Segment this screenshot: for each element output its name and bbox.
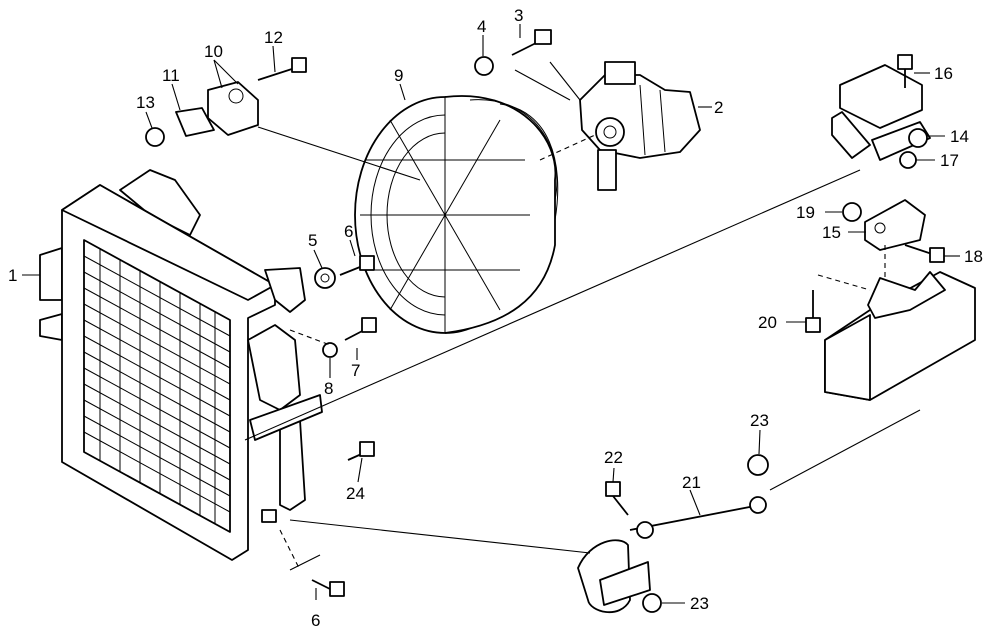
bolt-16: [897, 54, 913, 88]
label-5: 5: [308, 231, 317, 250]
label-24: 24: [346, 484, 365, 503]
label-14: 14: [950, 127, 969, 146]
label-6: 6: [344, 222, 353, 241]
link-rod: [629, 496, 767, 539]
label-2: 2: [714, 98, 723, 117]
washer-5: [314, 267, 336, 289]
assembly-lines: [244, 61, 921, 571]
core-fins: [83, 249, 231, 524]
nut-4: [474, 56, 494, 76]
bolt-24: [347, 441, 375, 461]
label-15: 15: [822, 223, 841, 242]
nut-23-upper: [747, 454, 769, 476]
spacer-plate: [175, 107, 215, 137]
lower-hook-bracket: [577, 539, 651, 614]
nut-13: [145, 127, 165, 147]
label-1: 1: [8, 266, 17, 285]
label-9: 9: [394, 66, 403, 85]
label-11: 11: [162, 66, 180, 85]
bolt-12: [257, 57, 307, 81]
label-4: 4: [477, 17, 486, 36]
nut-8: [322, 342, 338, 358]
label-22: 22: [604, 448, 623, 467]
part-labels: 1 2 3 4 5 6 7 8 9 10 11 12 13 14 15 16 1…: [8, 6, 983, 630]
label-16: 16: [934, 64, 953, 83]
nut-14: [908, 128, 928, 148]
label-12: 12: [264, 28, 283, 47]
label-10: 10: [204, 42, 223, 61]
bolt-20: [805, 290, 821, 333]
bolt-6: [339, 255, 375, 276]
bolt-7: [344, 317, 377, 341]
label-18: 18: [964, 247, 983, 266]
label-21: 21: [682, 473, 701, 492]
nut-23-lower: [642, 593, 662, 613]
label-13: 13: [136, 93, 155, 112]
compressor: [579, 61, 701, 191]
leader-lines: [22, 24, 960, 604]
clamp-block: [207, 81, 259, 136]
nut-17: [899, 151, 917, 169]
bolt-6-lower: [311, 579, 345, 597]
label-23-lower: 23: [690, 594, 709, 613]
label-17: 17: [940, 151, 959, 170]
fasteners: [145, 29, 945, 613]
frame-rail-bracket: [824, 271, 976, 401]
label-19: 19: [796, 203, 815, 222]
label-23-upper: 23: [750, 411, 769, 430]
mount-bracket: [864, 199, 926, 251]
label-6-lower: 6: [311, 611, 320, 630]
bolt-18: [904, 244, 945, 263]
label-7: 7: [351, 361, 360, 380]
bolt-22: [605, 481, 629, 516]
label-3: 3: [514, 6, 523, 25]
label-20: 20: [758, 313, 777, 332]
nut-19: [842, 202, 862, 222]
fan-guard: [354, 95, 559, 334]
bolt-3: [511, 29, 552, 56]
label-8: 8: [324, 379, 333, 398]
condenser-radiator-assembly: [39, 169, 323, 561]
